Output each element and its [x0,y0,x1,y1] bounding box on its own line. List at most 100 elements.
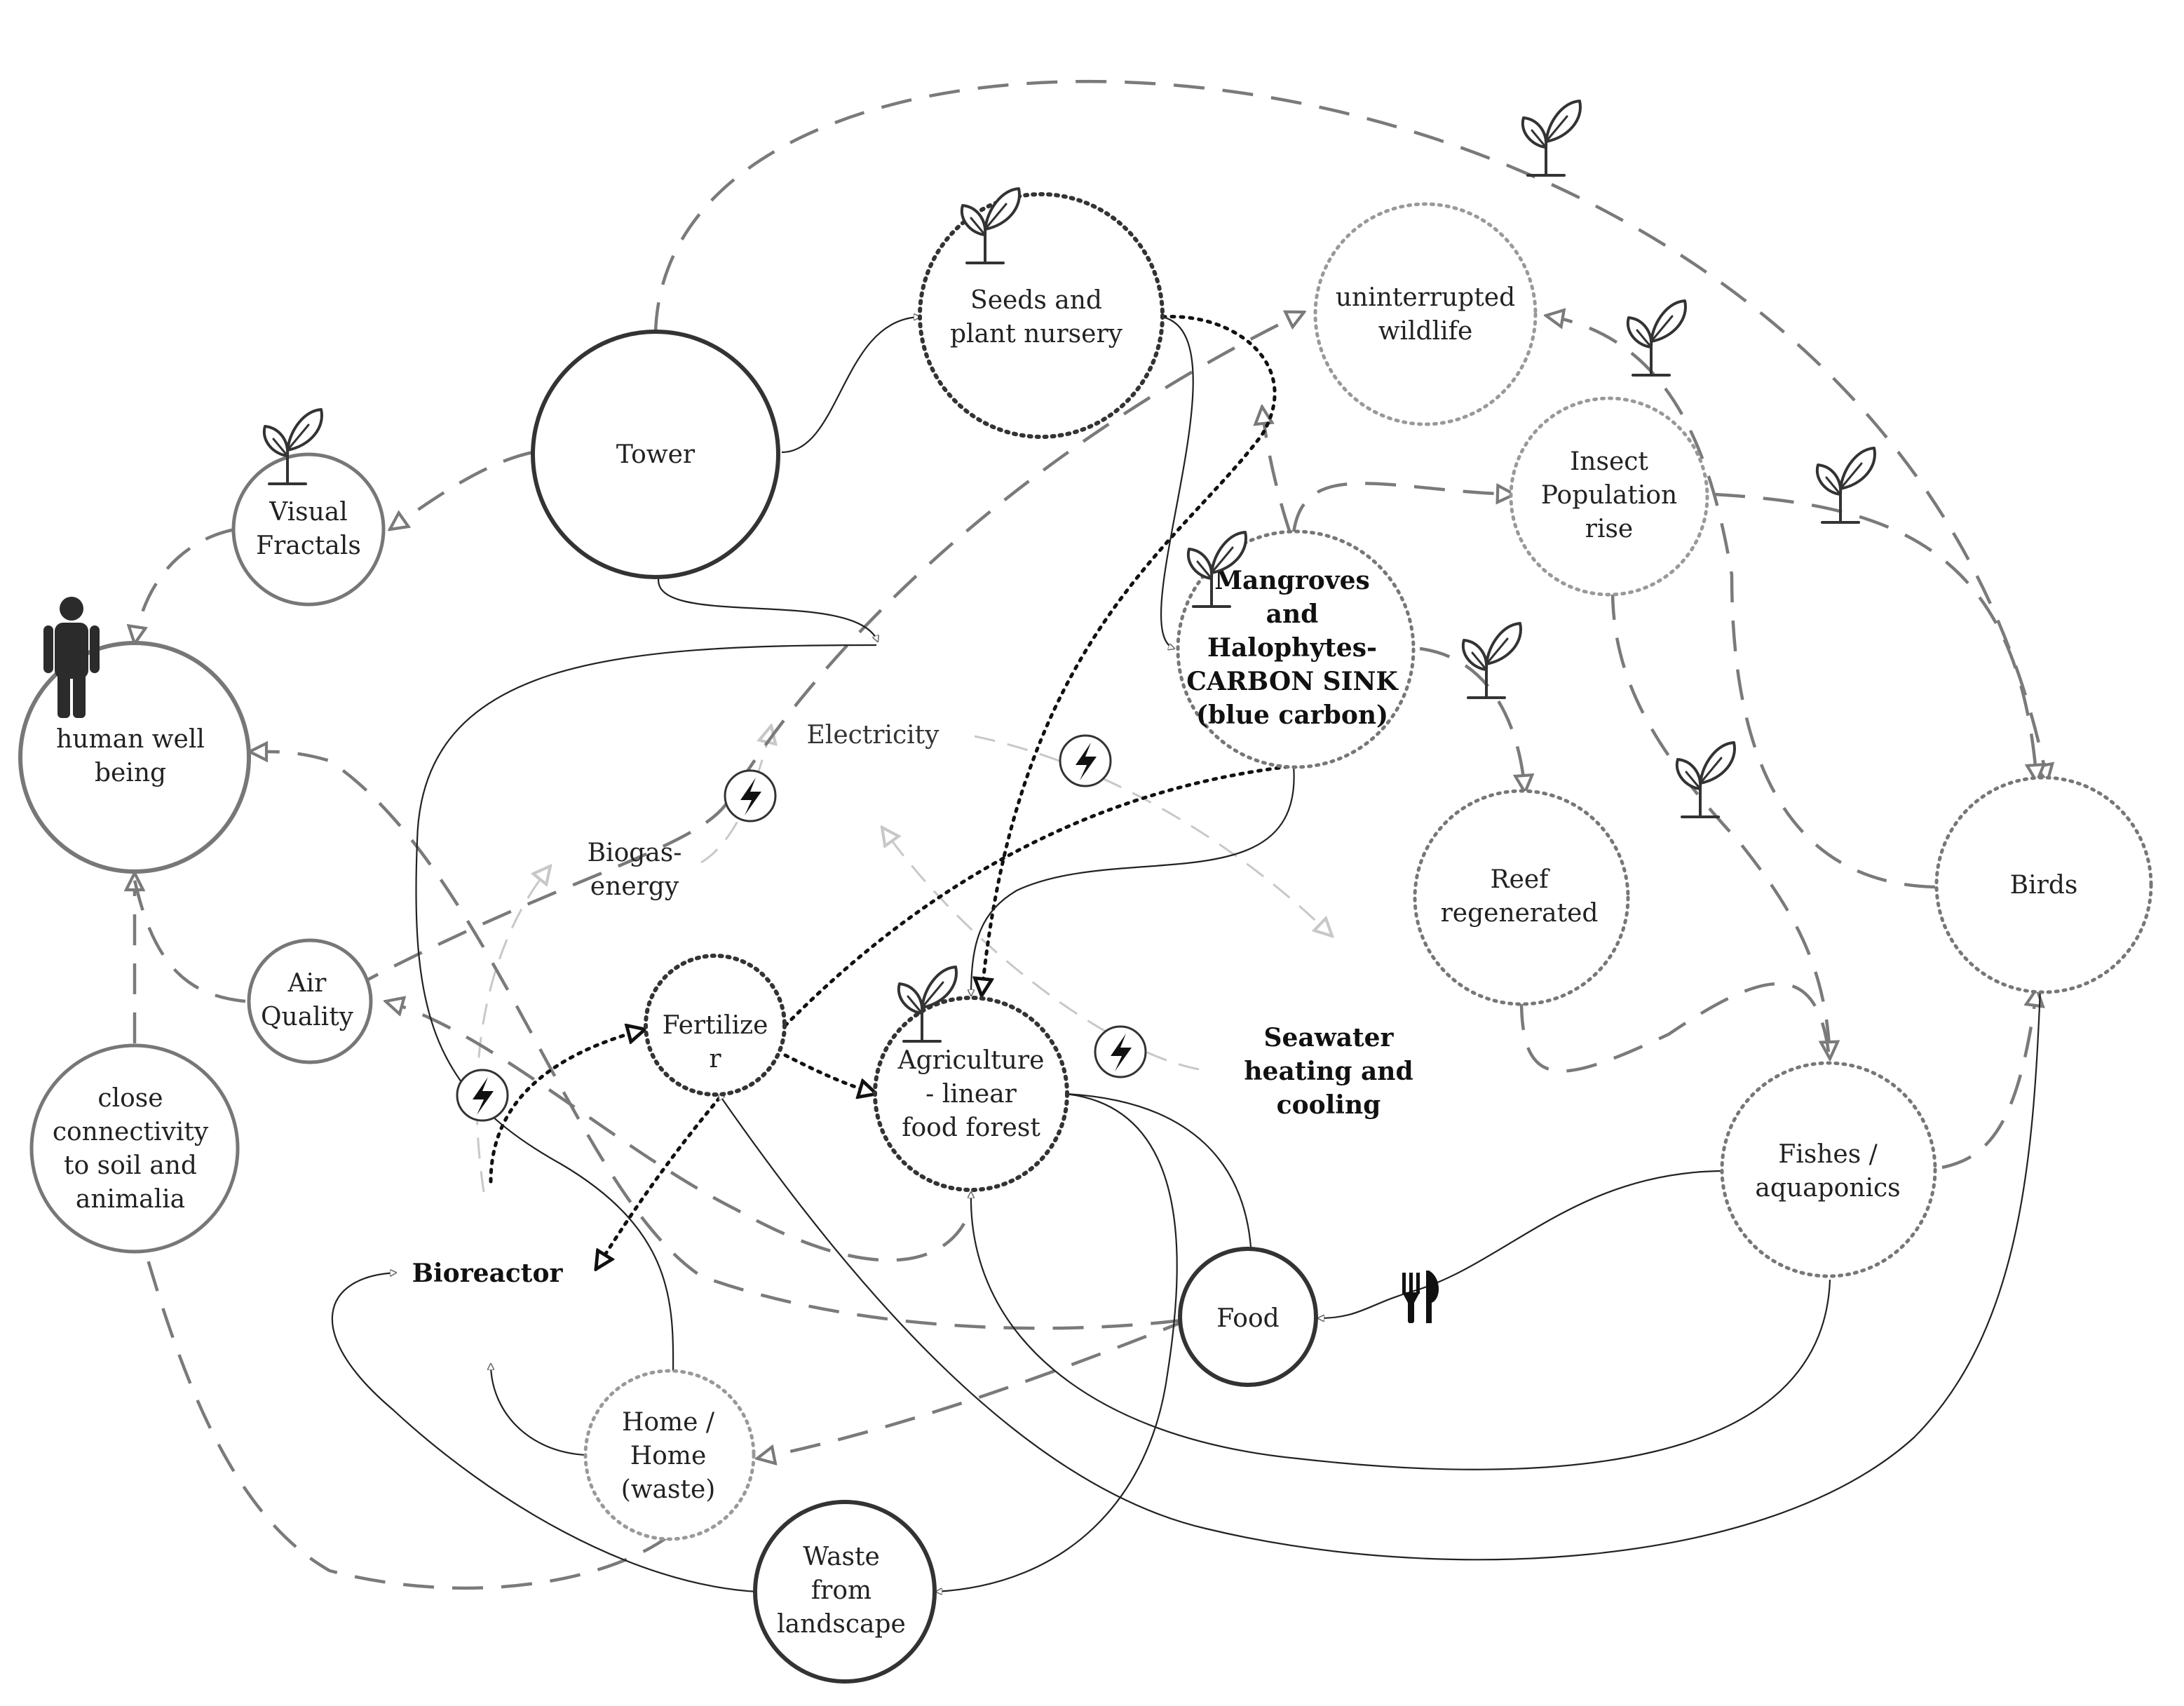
edge-home-to-connectivity [135,1213,671,1590]
label-line: Bioreactor [412,1259,564,1288]
label-line: Food [1216,1304,1279,1333]
node-food-label: Food [1216,1304,1279,1333]
label-line: landscape [777,1610,906,1639]
label-line: CARBON SINK [1186,667,1399,696]
label-line: Home [630,1442,707,1470]
label-line: from [811,1576,871,1605]
edge-insect-to-birds [1714,492,2037,782]
node-tower[interactable]: Tower [531,330,780,579]
label-line: Electricity [807,721,940,750]
edge-fishes-to-agriculture [971,1192,1831,1470]
label-line: Fractals [256,532,361,560]
lightning-bolt-icon [724,769,777,822]
ecology-flow-edges [135,80,2047,1590]
edge-mangroves-to-wildlife [1262,407,1292,534]
person-icon [43,597,100,718]
label-line: rise [1585,515,1634,543]
node-seeds-nursery[interactable]: Seeds and plant nursery [918,192,1165,439]
lightning-bolt-icon [1059,734,1112,787]
label-line: Tower [616,440,696,469]
label-line: Seeds and [970,286,1102,315]
diagram-nodes: Tower Seeds and plant nursery uninterrupt… [18,192,2153,1684]
label-line: Birds [2010,871,2078,900]
edge-fishes-to-birds [1941,989,2037,1170]
label-line: Halophytes- [1207,633,1377,663]
bioreactor-label: Bioreactor [412,1259,564,1288]
label-line: Seawater [1263,1023,1394,1052]
edge-seawater-to-electricity [882,827,1200,1071]
label-line: uninterrupted [1336,283,1515,312]
label-line: Population [1541,481,1677,510]
node-fishes-aquaponics[interactable]: Fishes / aquaponics [1720,1061,1937,1278]
edge-food-to-home [757,1316,1193,1458]
material-flow-edges [489,315,1299,1269]
node-birds[interactable]: Birds [1934,776,2153,994]
label-line: - linear [925,1080,1017,1109]
edge-bioreactor-to-fertilizer [489,1029,645,1184]
lightning-bolt-icon [456,1069,509,1122]
process-flow-edges [331,316,2042,1592]
label-line: Home / [622,1408,715,1437]
node-food[interactable]: Food [1178,1247,1318,1387]
edge-reef-to-fishes [1519,982,1831,1073]
biogas-energy-label: Biogas-energy [588,839,682,901]
label-line: animalia [76,1185,185,1214]
plant-sprout-icon [1521,100,1582,177]
edge-tower-to-seeds [781,317,920,454]
fork-knife-icon [1402,1271,1439,1323]
edge-insect-to-fishes [1610,588,1830,1059]
edge-mangroves-to-bioreactor [596,764,1299,1269]
label-line: Quality [261,1003,354,1031]
label-line: Biogas- [588,839,682,867]
label-line: human well [56,725,205,754]
diagram-icons [43,100,1876,1323]
edge-home-to-biogas [491,1364,586,1456]
label-line: Fishes / [1778,1140,1878,1169]
label-line: (blue carbon) [1196,700,1388,730]
edge-agriculture-to-food [1065,1092,1252,1259]
label-line: plant nursery [950,320,1123,348]
node-home-waste[interactable]: Home / Home (waste) [583,1369,756,1541]
label-line: aquaponics [1755,1174,1900,1203]
edge-tower-to-visual-fractals [390,450,534,529]
plant-sprout-icon [1675,741,1736,818]
edge-tower-to-electricity [658,574,878,642]
node-birds-label: Birds [2010,871,2078,900]
edge-mangroves-to-agriculture [971,765,1295,996]
edge-seeds-to-mangroves [1160,316,1194,649]
edge-agriculture-to-waste [936,1092,1178,1592]
edge-bioreactor-to-biogas [475,866,550,1193]
node-fishes-label: Fishes / aquaponics [1755,1140,1900,1203]
label-line: Agriculture [897,1046,1045,1075]
edge-seeds-to-agriculture [982,315,1277,996]
label-line: (waste) [621,1475,716,1504]
edge-fertilizer-to-agriculture [783,1053,876,1094]
edge-agriculture-to-air-quality [386,1001,965,1262]
